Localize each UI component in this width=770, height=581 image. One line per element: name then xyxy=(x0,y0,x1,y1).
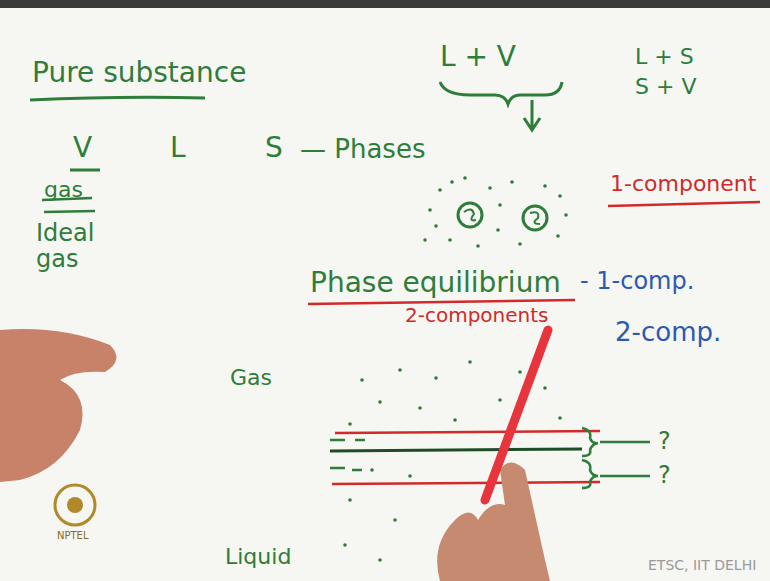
note-text: gas xyxy=(44,178,83,202)
logo-core xyxy=(67,497,83,513)
pen xyxy=(485,330,548,500)
component-note: - 1-comp. xyxy=(580,268,694,294)
question-mark: ? xyxy=(658,428,671,454)
phase-letter: V xyxy=(73,133,92,164)
paper xyxy=(0,8,770,581)
component-note: 2-components xyxy=(405,304,549,326)
left-hand xyxy=(0,329,116,482)
phase-pair: S + V xyxy=(635,75,696,99)
phase-note: — Phases xyxy=(300,135,425,164)
question-mark: ? xyxy=(658,462,671,488)
phase-pair: L + S xyxy=(635,45,694,69)
component-note: 2-comp. xyxy=(615,318,721,347)
phase-letter: S xyxy=(265,133,283,164)
top-edge xyxy=(0,0,770,8)
note-text: Ideal gas xyxy=(36,220,126,273)
watermark: ETSC, IIT DELHI xyxy=(648,558,756,573)
region-label: Gas xyxy=(230,366,272,390)
heading-text: Phase equilibrium xyxy=(310,268,561,299)
region-label: Liquid xyxy=(225,545,291,569)
phase-pair: L + V xyxy=(440,42,516,73)
logo-ring xyxy=(55,485,95,525)
component-note: 1-component xyxy=(610,172,756,196)
phase-letter: L xyxy=(170,133,186,164)
title-text: Pure substance xyxy=(32,58,246,89)
logo-text: NPTEL xyxy=(57,530,89,541)
